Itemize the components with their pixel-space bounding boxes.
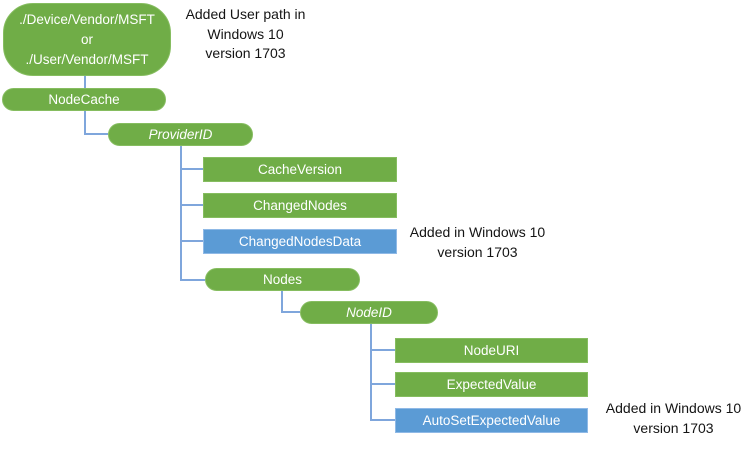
connector-branch-nodeuri <box>370 349 395 351</box>
annotation-changednodesdata-line2: version 1703 <box>437 243 518 260</box>
connector-nodecache-providerid-h <box>84 133 108 135</box>
node-nodecache: NodeCache <box>2 88 166 111</box>
annotation-user-path-line2: Windows 10 <box>207 25 284 42</box>
node-nodeuri: NodeURI <box>395 338 588 363</box>
node-cacheversion: CacheVersion <box>203 157 397 182</box>
node-nodes: Nodes <box>205 268 360 291</box>
node-cacheversion-label: CacheVersion <box>257 162 343 177</box>
node-nodeid-label: NodeID <box>346 305 392 320</box>
root-path-line-or: or <box>80 31 93 47</box>
node-expectedvalue: ExpectedValue <box>395 372 588 397</box>
annotation-changednodesdata-line1: Added in Windows 10 <box>409 224 546 240</box>
connector-nodecache-providerid-v <box>84 111 86 135</box>
node-changednodes-label: ChangedNodes <box>253 198 347 213</box>
annotation-autosetexpectedvalue-line1: Added in Windows 10 <box>605 400 742 416</box>
node-expectedvalue-label: ExpectedValue <box>446 377 537 392</box>
node-nodes-label: Nodes <box>262 272 303 287</box>
node-autosetexpectedvalue: AutoSetExpectedValue <box>395 408 588 433</box>
node-autosetexpectedvalue-label: AutoSetExpectedValue <box>422 413 561 428</box>
annotation-autosetexpectedvalue: Added in Windows 10 version 1703 <box>596 399 751 438</box>
node-nodeid: NodeID <box>300 301 438 324</box>
node-providerid-label: ProviderID <box>148 127 213 142</box>
root-path-line-device: ./Device/Vendor/MSFT <box>19 11 155 27</box>
annotation-user-path-line1: Added User path in <box>185 6 306 22</box>
node-changednodesdata: ChangedNodesData <box>203 229 397 254</box>
connector-branch-changednodesdata <box>180 240 203 242</box>
node-root-path: ./Device/Vendor/MSFT or ./User/Vendor/MS… <box>3 3 171 76</box>
node-providerid: ProviderID <box>108 123 253 146</box>
connector-branch-cacheversion <box>180 168 203 170</box>
connector-nodes-nodeid-h <box>281 311 300 313</box>
node-changednodesdata-label: ChangedNodesData <box>238 234 362 249</box>
connector-nodes-nodeid-v <box>281 291 283 313</box>
connector-root-nodecache <box>84 75 86 89</box>
connector-branch-expectedvalue <box>370 383 395 385</box>
annotation-autosetexpectedvalue-line2: version 1703 <box>633 419 714 436</box>
connector-branch-autosetexpectedvalue <box>370 419 395 421</box>
node-nodeuri-label: NodeURI <box>463 343 520 358</box>
annotation-user-path: Added User path in Windows 10 version 17… <box>168 5 323 64</box>
connector-nodeid-trunk <box>370 324 372 421</box>
annotation-user-path-line3: version 1703 <box>205 45 286 61</box>
node-nodecache-label: NodeCache <box>48 92 120 107</box>
connector-branch-nodes <box>180 279 205 281</box>
connector-providerid-trunk <box>180 146 182 281</box>
node-changednodes: ChangedNodes <box>203 193 397 218</box>
root-path-line-user: ./User/Vendor/MSFT <box>25 51 149 67</box>
annotation-changednodesdata: Added in Windows 10 version 1703 <box>400 223 555 262</box>
connector-branch-changednodes <box>180 204 203 206</box>
